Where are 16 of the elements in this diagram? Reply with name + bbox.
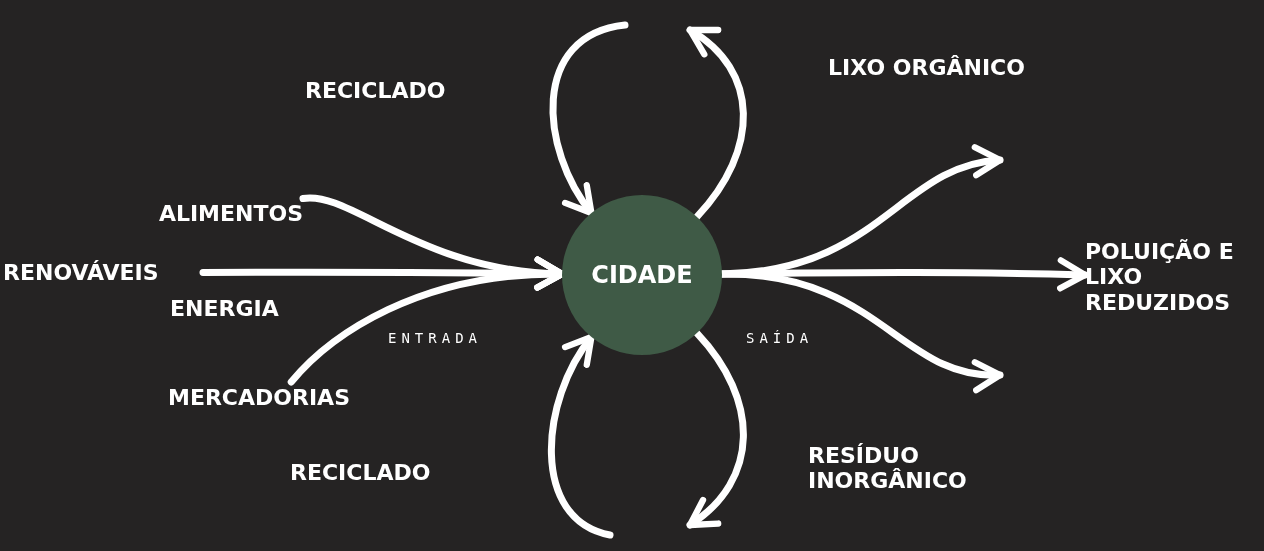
direction-label: SAÍDA [746, 330, 815, 347]
flow-label: POLUIÇÃO E LIXO REDUZIDOS [1085, 228, 1263, 326]
flow-label: LIXO ORGÂNICO [828, 55, 1026, 81]
curved-arrow [686, 26, 747, 221]
flow-label: RESÍDUO INORGÂNICO [808, 443, 968, 494]
curved-arrow [547, 333, 614, 539]
direction-label: ENTRADA [388, 330, 483, 347]
curved-arrow [549, 21, 629, 217]
city-circle: CIDADE [562, 195, 722, 355]
flow-label: RECICLADO [290, 460, 432, 486]
flow-label: ENERGIA [170, 296, 280, 322]
curved-arrow [686, 329, 747, 529]
flow-label: RECICLADO [305, 78, 447, 104]
flow-label: ALIMENTOS [133, 198, 303, 230]
flow-label: RENOVÁVEIS [3, 257, 203, 289]
flow-label: MERCADORIAS [168, 382, 388, 414]
